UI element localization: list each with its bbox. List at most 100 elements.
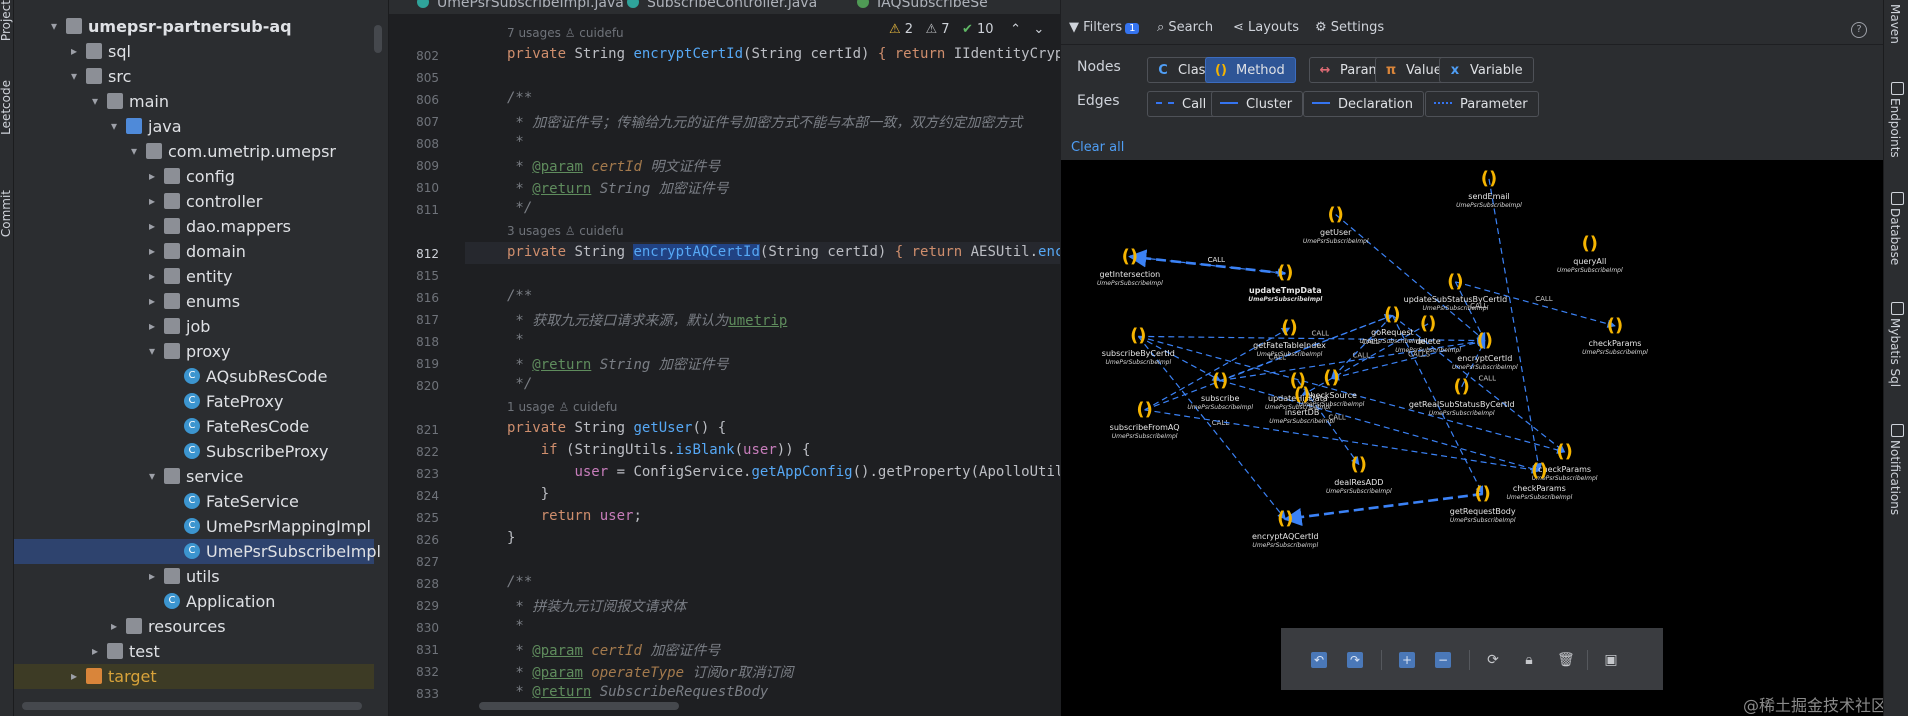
edge-filter-call[interactable]: Call bbox=[1147, 91, 1218, 117]
call-edge[interactable] bbox=[1137, 336, 1286, 520]
method-node-icon[interactable]: () bbox=[1121, 245, 1139, 267]
chevron-right-icon[interactable]: ▸ bbox=[91, 644, 99, 658]
call-edge[interactable] bbox=[1138, 335, 1486, 345]
tab-iaqsubscribeservice[interactable]: IAQSubscribeSe bbox=[857, 0, 988, 12]
zoom-in-icon[interactable]: + bbox=[1399, 652, 1415, 668]
notifications-tool-tab[interactable]: Notifications bbox=[1888, 440, 1902, 516]
tree-item[interactable]: ▸domain bbox=[14, 239, 374, 264]
tree-item[interactable]: ▾main bbox=[14, 89, 374, 114]
tree-item[interactable]: ▸dao.mappers bbox=[14, 214, 374, 239]
method-node-icon[interactable]: () bbox=[1323, 367, 1340, 389]
zoom-out-icon[interactable]: − bbox=[1435, 652, 1451, 668]
method-node-icon[interactable]: () bbox=[1281, 317, 1298, 338]
call-edge[interactable] bbox=[1461, 339, 1486, 388]
method-node-icon[interactable]: () bbox=[1606, 314, 1624, 336]
chevron-down-icon[interactable]: ▾ bbox=[148, 469, 156, 483]
edge-filter-declaration[interactable]: Declaration bbox=[1303, 91, 1424, 117]
method-node-icon[interactable]: () bbox=[1289, 369, 1307, 391]
lock-icon[interactable]: 🔒︎ bbox=[1525, 652, 1533, 668]
editor-horizontal-scrollbar[interactable] bbox=[479, 702, 679, 710]
settings-button[interactable]: ⚙ Settings bbox=[1315, 20, 1385, 35]
commit-tool-tab[interactable]: Commit bbox=[0, 190, 13, 238]
call-edge[interactable] bbox=[1129, 256, 1287, 277]
usage-inlay-hint[interactable]: 3 usages ♙ cuidefu bbox=[507, 224, 624, 238]
call-edge[interactable] bbox=[1391, 315, 1484, 495]
project-tool-tab[interactable]: Project bbox=[0, 0, 13, 42]
tree-item[interactable]: ▸resources bbox=[14, 614, 374, 639]
tree-item[interactable]: ▸test bbox=[14, 639, 374, 664]
method-node-icon[interactable]: () bbox=[1419, 312, 1437, 334]
project-tree-horizontal-scrollbar[interactable] bbox=[22, 702, 362, 710]
method-node-icon[interactable]: () bbox=[1277, 508, 1294, 530]
call-edge[interactable] bbox=[1455, 281, 1616, 328]
chevron-down-icon[interactable]: ▾ bbox=[91, 94, 99, 108]
chevron-down-icon[interactable]: ▾ bbox=[50, 19, 58, 33]
call-edge[interactable] bbox=[1330, 340, 1485, 381]
call-edge[interactable] bbox=[1330, 314, 1393, 380]
call-edge[interactable] bbox=[1301, 323, 1429, 396]
maven-tool-tab[interactable]: Maven bbox=[1888, 4, 1902, 44]
layouts-button[interactable]: ⋖ Layouts bbox=[1233, 20, 1300, 35]
node-filter-method[interactable]: ()Method bbox=[1205, 57, 1296, 83]
previous-highlight-icon[interactable]: ⌃ bbox=[1010, 22, 1021, 37]
tree-item[interactable]: ▸sql bbox=[14, 39, 374, 64]
edge-filter-parameter[interactable]: Parameter bbox=[1425, 91, 1539, 117]
method-node-icon[interactable]: () bbox=[1474, 482, 1491, 504]
help-icon[interactable]: ? bbox=[1851, 22, 1867, 38]
tree-item[interactable]: ▸controller bbox=[14, 189, 374, 214]
endpoints-tool-tab[interactable]: Endpoints bbox=[1888, 98, 1902, 158]
call-edge[interactable] bbox=[1144, 327, 1291, 411]
chevron-right-icon[interactable]: ▸ bbox=[70, 44, 78, 58]
tab-subscribecontroller[interactable]: SubscribeController.java bbox=[627, 0, 817, 12]
chevron-down-icon[interactable]: ▾ bbox=[110, 119, 118, 133]
tree-item[interactable]: ▸config bbox=[14, 164, 374, 189]
call-edge[interactable] bbox=[1454, 281, 1486, 342]
tree-item[interactable]: ▸target bbox=[14, 664, 374, 689]
chevron-down-icon[interactable]: ▾ bbox=[148, 344, 156, 358]
call-edge[interactable] bbox=[1128, 249, 1286, 275]
call-edge[interactable] bbox=[1144, 314, 1394, 411]
call-edge[interactable] bbox=[1220, 379, 1541, 473]
call-edge[interactable] bbox=[1220, 337, 1486, 382]
redo-icon[interactable]: ↷ bbox=[1347, 652, 1363, 668]
refresh-icon[interactable]: ⟳ bbox=[1487, 652, 1499, 668]
method-node-icon[interactable]: () bbox=[1447, 270, 1464, 292]
method-node-icon[interactable]: () bbox=[1556, 440, 1573, 462]
project-tree-vertical-scrollbar[interactable] bbox=[374, 25, 382, 53]
call-edge[interactable] bbox=[1297, 380, 1360, 466]
chevron-right-icon[interactable]: ▸ bbox=[148, 244, 156, 258]
chevron-down-icon[interactable]: ▾ bbox=[130, 144, 138, 158]
call-edge[interactable] bbox=[1392, 314, 1566, 453]
method-node-icon[interactable]: () bbox=[1277, 262, 1294, 284]
inspection-widget[interactable]: ⚠ 2 ⚠ 7 ✔ 10 ⌃ ⌄ bbox=[889, 22, 1045, 37]
tree-item[interactable]: ▾java bbox=[14, 114, 374, 139]
clear-all-link[interactable]: Clear all bbox=[1071, 140, 1125, 155]
usage-inlay-hint[interactable]: 1 usage ♙ cuidefu bbox=[507, 400, 618, 414]
tree-item[interactable]: ▾src bbox=[14, 64, 374, 89]
undo-icon[interactable]: ↶ bbox=[1311, 652, 1327, 668]
chevron-right-icon[interactable]: ▸ bbox=[148, 319, 156, 333]
method-node-icon[interactable]: () bbox=[1453, 375, 1470, 397]
chevron-right-icon[interactable]: ▸ bbox=[148, 569, 156, 583]
call-edge[interactable] bbox=[1488, 178, 1543, 472]
edge-filter-cluster[interactable]: Cluster bbox=[1211, 91, 1304, 117]
tab-umepsrsubscribeimpl[interactable]: UmePsrSubscribeImpl.java bbox=[417, 0, 624, 12]
save-icon[interactable]: ▣ bbox=[1604, 652, 1618, 668]
call-edge[interactable] bbox=[1144, 409, 1541, 474]
method-node-icon[interactable]: () bbox=[1211, 369, 1229, 391]
chevron-right-icon[interactable]: ▸ bbox=[148, 294, 156, 308]
